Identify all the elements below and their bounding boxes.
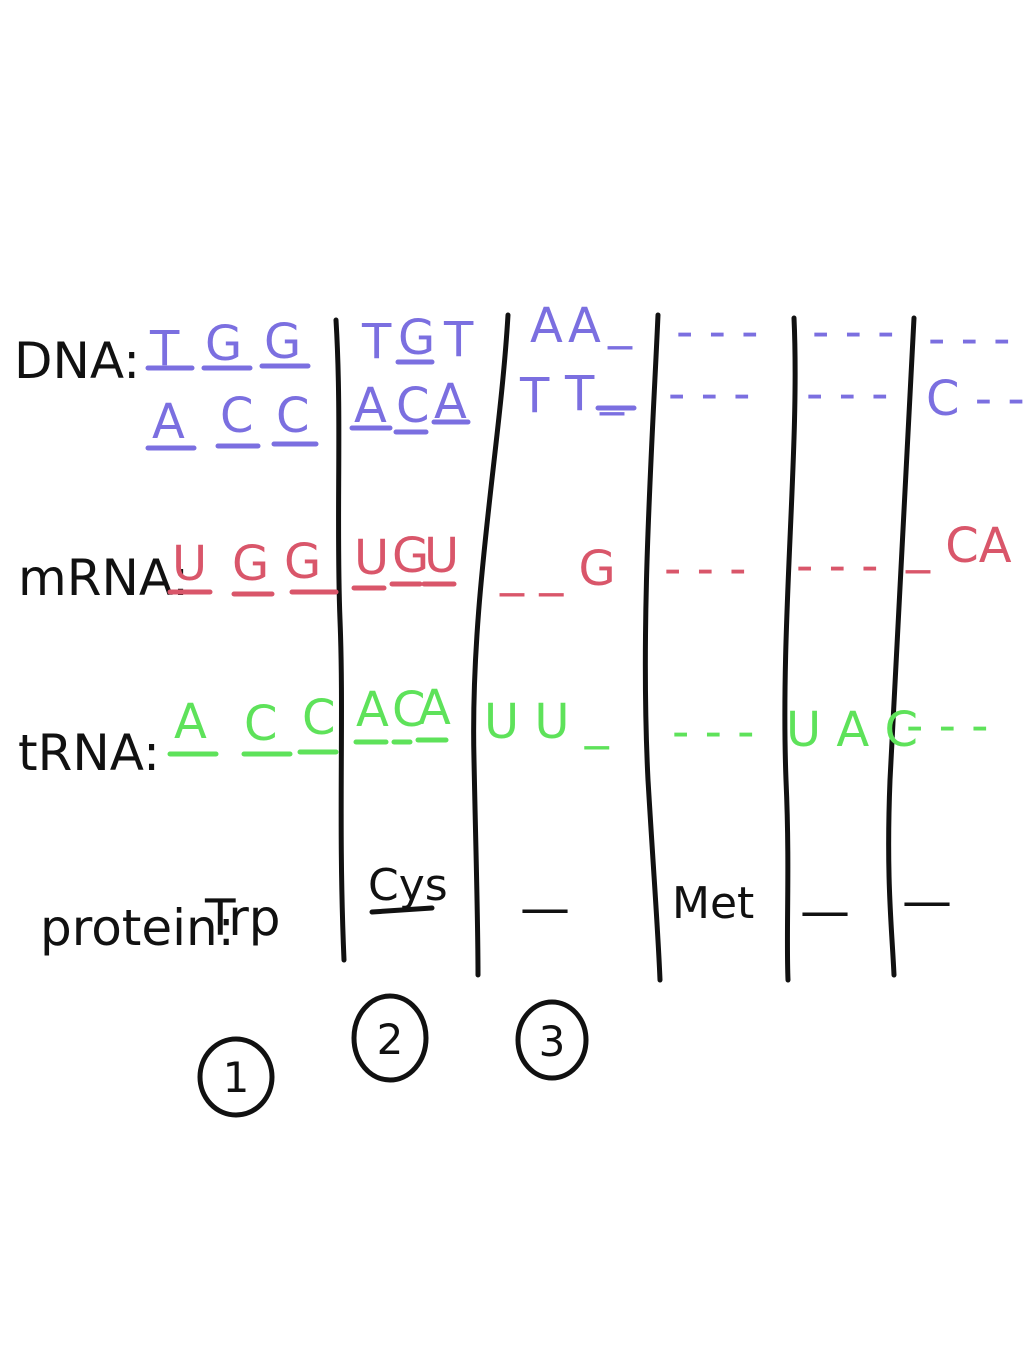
- divider-line-4: [782, 315, 798, 983]
- mrna-gap: - - -: [796, 538, 878, 594]
- mrna-codon: _ _ G: [499, 541, 616, 597]
- dna-bottom-gap: - - -: [668, 366, 750, 422]
- mrna-base: U: [424, 528, 459, 584]
- trna-underlines: [167, 737, 449, 757]
- step-number: 2: [377, 1015, 404, 1064]
- dna-bottom-strand: A C C A C A T T _ - - - - - - C - -: [152, 360, 1024, 450]
- protein-row: Trp Cys — Met — —: [204, 860, 952, 947]
- trna-gap: - - -: [672, 704, 754, 760]
- divider-line-1: [333, 317, 347, 963]
- cys-underline: [369, 905, 435, 915]
- dna-top-base: G: [205, 316, 242, 372]
- step-markers: 1 2 3: [197, 993, 589, 1118]
- dna-bottom-gap: - - -: [806, 366, 888, 422]
- dna-top-base: A: [530, 298, 563, 354]
- dna-top-base: G: [264, 314, 301, 370]
- dna-row-label: DNA:: [14, 332, 140, 390]
- dna-bottom-base: C: [276, 388, 310, 444]
- dna-top-base: T: [443, 312, 474, 368]
- divider-line-5: [886, 315, 917, 978]
- trna-base: A: [174, 694, 207, 750]
- mrna-underlines: [167, 581, 457, 597]
- mrna-base: U: [354, 530, 389, 586]
- dna-bottom-gap: C - -: [926, 371, 1024, 427]
- mrna-base: G: [232, 536, 269, 592]
- dna-bottom-underlines: [145, 405, 637, 451]
- dna-top-base: T: [361, 314, 392, 370]
- trna-base: C: [302, 690, 336, 746]
- trna-gap: - - -: [906, 698, 988, 754]
- amino-acid: —: [520, 879, 570, 937]
- dna-top-strand: T G G T G T A A _ - - - - - - - - -: [149, 294, 1010, 377]
- amino-acid: —: [800, 882, 850, 940]
- mrna-gap: - - -: [664, 541, 746, 597]
- mrna-codon: _ CA: [905, 518, 1012, 574]
- trna-base: A: [418, 680, 451, 736]
- trna-base: C: [244, 696, 278, 752]
- protein-row-label: protein:: [40, 899, 235, 957]
- dna-bottom-base: T: [519, 368, 550, 424]
- mrna-row-label: mRNA:: [18, 549, 189, 607]
- trna-codon: U A C: [786, 702, 918, 758]
- step-marker-3: 3: [515, 999, 589, 1081]
- step-marker-2: 2: [351, 993, 429, 1083]
- dna-top-base: _: [607, 294, 633, 350]
- dna-bottom-base: A: [354, 378, 387, 434]
- mrna-base: G: [392, 528, 429, 584]
- trna-row-label: tRNA:: [18, 724, 160, 782]
- step-number: 1: [223, 1053, 250, 1102]
- dna-top-gap: - - -: [812, 304, 894, 360]
- column-dividers: [333, 312, 917, 983]
- trna-base: C: [392, 682, 426, 738]
- dna-top-gap: - - -: [928, 311, 1010, 367]
- mrna-base: U: [172, 536, 207, 592]
- dna-bottom-base: T: [564, 366, 595, 422]
- step-number: 3: [539, 1017, 566, 1066]
- dna-top-base: G: [398, 310, 435, 366]
- step-marker-1: 1: [197, 1036, 275, 1118]
- amino-acid: Met: [672, 878, 754, 929]
- dna-bottom-base: C: [220, 388, 254, 444]
- dna-top-base: A: [568, 298, 601, 354]
- dna-bottom-base: C: [396, 378, 430, 434]
- mrna-base: G: [284, 534, 321, 590]
- trna-codon: U U _: [484, 694, 610, 750]
- amino-acid: Cys: [368, 860, 448, 911]
- amino-acid: Trp: [204, 889, 281, 947]
- dna-top-underlines: [145, 359, 435, 371]
- amino-acid: —: [902, 872, 952, 930]
- dna-bottom-base: A: [152, 394, 185, 450]
- divider-line-2: [471, 312, 511, 978]
- mrna-strand: U G G U G U _ _ G - - - - - - _ CA: [172, 518, 1012, 597]
- trna-base: A: [356, 682, 389, 738]
- trna-strand: A C C A C A U U _ - - - U A C - - -: [174, 680, 988, 760]
- dna-top-gap: - - -: [676, 304, 758, 360]
- divider-line-3: [642, 312, 663, 983]
